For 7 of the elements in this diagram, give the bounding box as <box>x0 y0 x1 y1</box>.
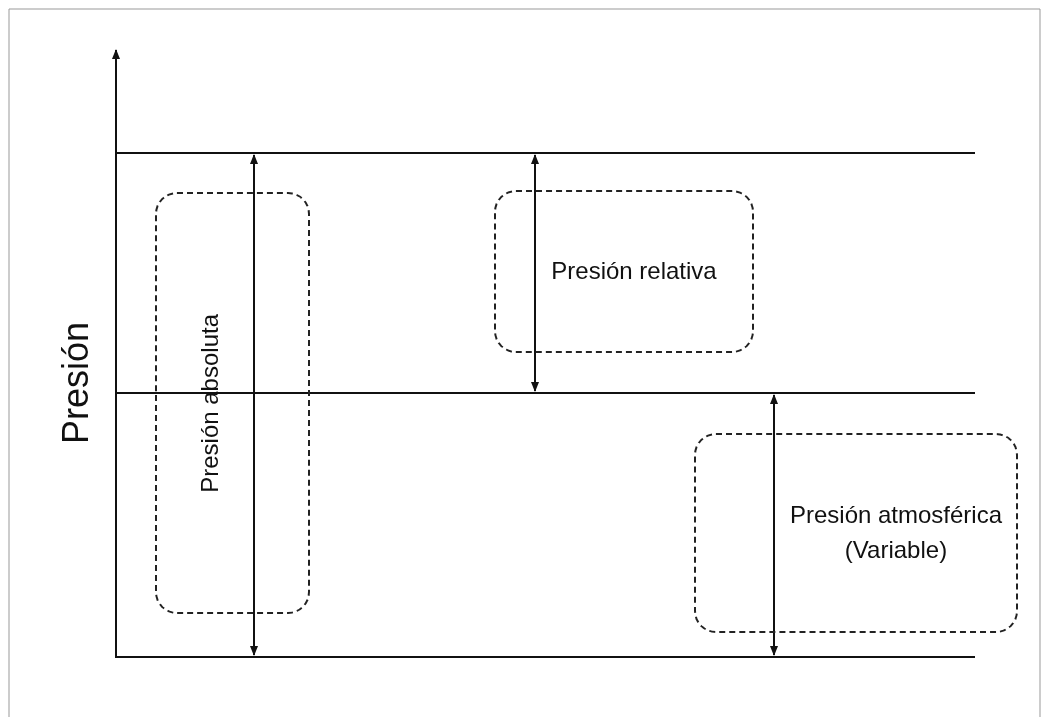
dashed-rounded-box <box>494 190 754 353</box>
box-label: Presión absoluta <box>195 313 225 493</box>
box-label: Presión relativa <box>551 256 717 287</box>
dashed-rounded-box <box>694 433 1018 633</box>
dashed-rounded-box <box>155 192 310 614</box>
box-label: Presión atmosférica (Variable) <box>788 500 1004 565</box>
axis-label: Presión <box>55 322 97 445</box>
